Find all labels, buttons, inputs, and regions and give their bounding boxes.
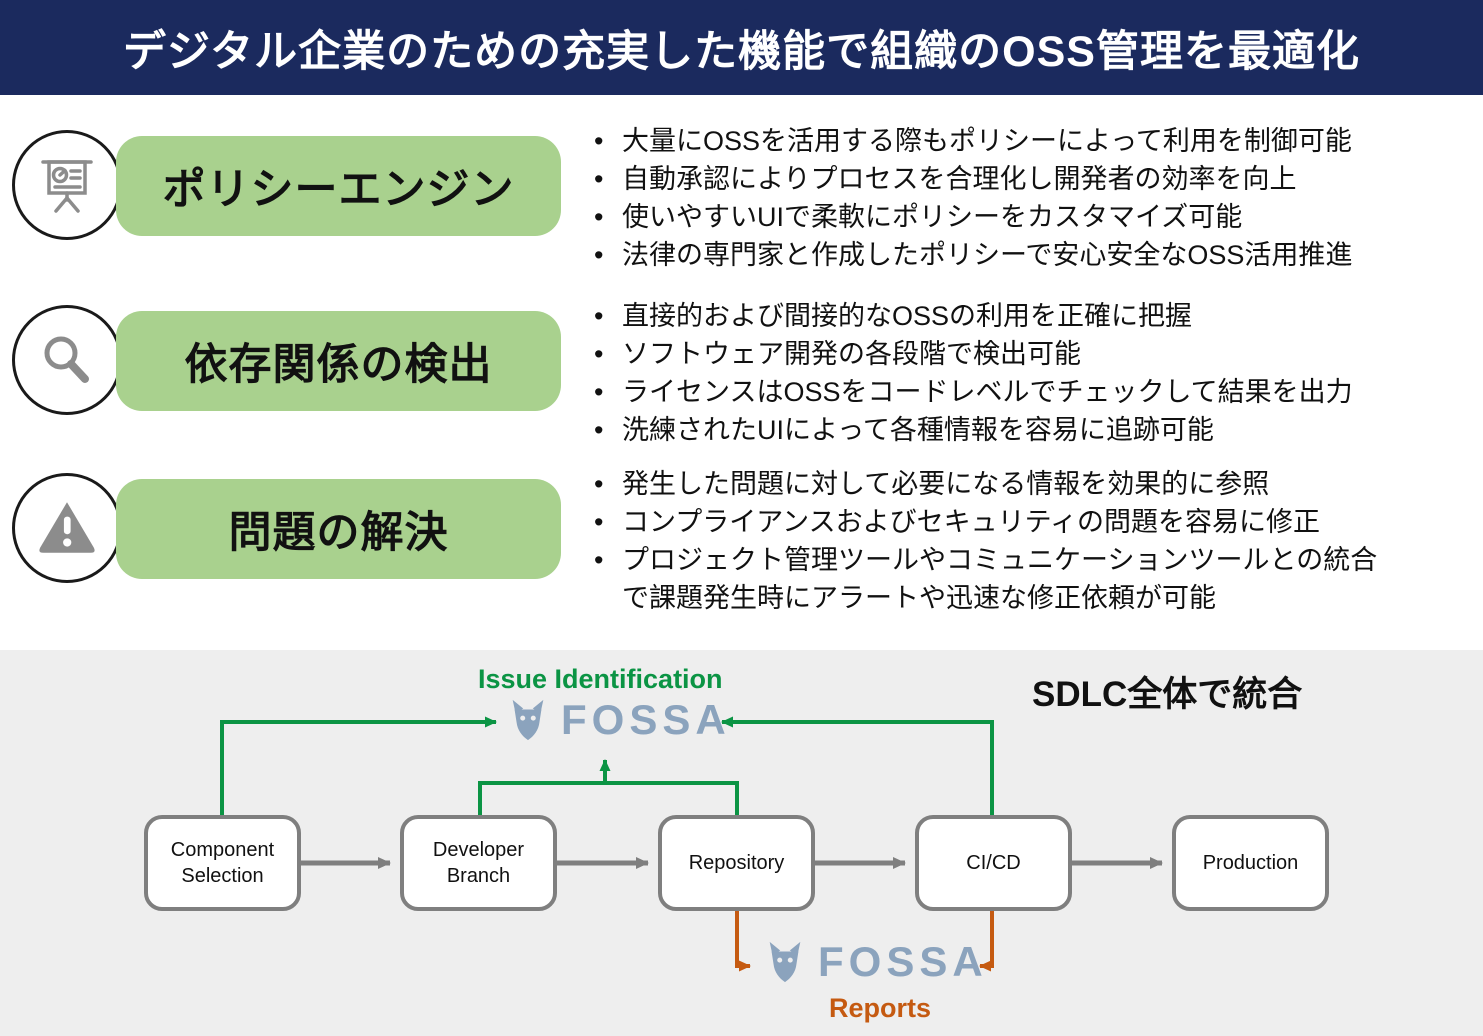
flow-node-cicd: CI/CD (915, 815, 1072, 911)
bullet-item: 自動承認によりプロセスを合理化し開発者の効率を向上 (588, 160, 1398, 198)
fossa-wordmark: FOSSA (561, 696, 731, 743)
bullet-item: 法律の専門家と作成したポリシーで安心安全なOSS活用推進 (588, 236, 1398, 274)
flow-node-production: Production (1172, 815, 1329, 911)
bullet-item: 洗練されたUIによって各種情報を容易に追跡可能 (588, 411, 1398, 449)
feature-dependency-detection: 依存関係の検出 直接的および間接的なOSSの利用を正確に把握 ソフトウェア開発の… (0, 295, 1483, 470)
bullet-item: 使いやすいUIで柔軟にポリシーをカスタマイズ可能 (588, 198, 1398, 236)
bullet-item: ライセンスはOSSをコードレベルでチェックして結果を出力 (588, 373, 1398, 411)
warning-triangle-icon (12, 473, 122, 583)
magnifier-icon (12, 305, 122, 415)
bullet-item: プロジェクト管理ツールやコミュニケーションツールとの統合で課題発生時にアラートや… (588, 541, 1398, 617)
feature-bullets: 発生した問題に対して必要になる情報を効果的に参照 コンプライアンスおよびセキュリ… (588, 465, 1398, 617)
issue-identification-label: Issue Identification (478, 664, 723, 694)
feature-bullets: 直接的および間接的なOSSの利用を正確に把握 ソフトウェア開発の各段階で検出可能… (588, 297, 1398, 449)
fossa-fox-icon (512, 699, 544, 741)
bullet-item: 直接的および間接的なOSSの利用を正確に把握 (588, 297, 1398, 335)
feature-bullets: 大量にOSSを活用する際もポリシーによって利用を制御可能 自動承認によりプロセス… (588, 122, 1398, 274)
sdlc-integration-label: SDLC全体で統合 (1032, 675, 1303, 714)
presentation-board-icon (12, 130, 122, 240)
feature-policy-engine: ポリシーエンジン 大量にOSSを活用する際もポリシーによって利用を制御可能 自動… (0, 120, 1483, 295)
flow-node-repository: Repository (658, 815, 815, 911)
bullet-item: 発生した問題に対して必要になる情報を効果的に参照 (588, 465, 1398, 503)
feature-label-pill: 依存関係の検出 (116, 311, 561, 411)
feature-label: 問題の解決 (228, 509, 449, 557)
presentation-board-glyph (41, 160, 93, 213)
feature-label-pill: 問題の解決 (116, 479, 561, 579)
bullet-item: 大量にOSSを活用する際もポリシーによって利用を制御可能 (588, 122, 1398, 160)
sdlc-diagram: Issue Identification SDLC全体で統合 FOSSA Com… (0, 650, 1483, 1036)
header-bar: デジタル企業のための充実した機能で組織のOSS管理を最適化 (0, 0, 1483, 95)
fossa-wordmark: FOSSA (818, 938, 988, 985)
warning-triangle-glyph (39, 502, 95, 553)
flow-node-component-selection: Component Selection (144, 815, 301, 911)
bullet-item: ソフトウェア開発の各段階で検出可能 (588, 335, 1398, 373)
fossa-logo-top: FOSSA (505, 696, 731, 744)
feature-label-pill: ポリシーエンジン (116, 136, 561, 236)
feature-issue-resolution: 問題の解決 発生した問題に対して必要になる情報を効果的に参照 コンプライアンスお… (0, 463, 1483, 638)
fossa-fox-icon (769, 941, 801, 983)
flow-node-developer-branch: Developer Branch (400, 815, 557, 911)
feature-label: 依存関係の検出 (184, 341, 493, 389)
bullet-item: コンプライアンスおよびセキュリティの問題を容易に修正 (588, 503, 1398, 541)
feature-label: ポリシーエンジン (162, 166, 515, 214)
page-title: デジタル企業のための充実した機能で組織のOSS管理を最適化 (123, 27, 1360, 76)
reports-label: Reports (828, 993, 931, 1023)
magnifier-glyph (44, 336, 89, 383)
fossa-logo-bottom: FOSSA (762, 938, 988, 986)
